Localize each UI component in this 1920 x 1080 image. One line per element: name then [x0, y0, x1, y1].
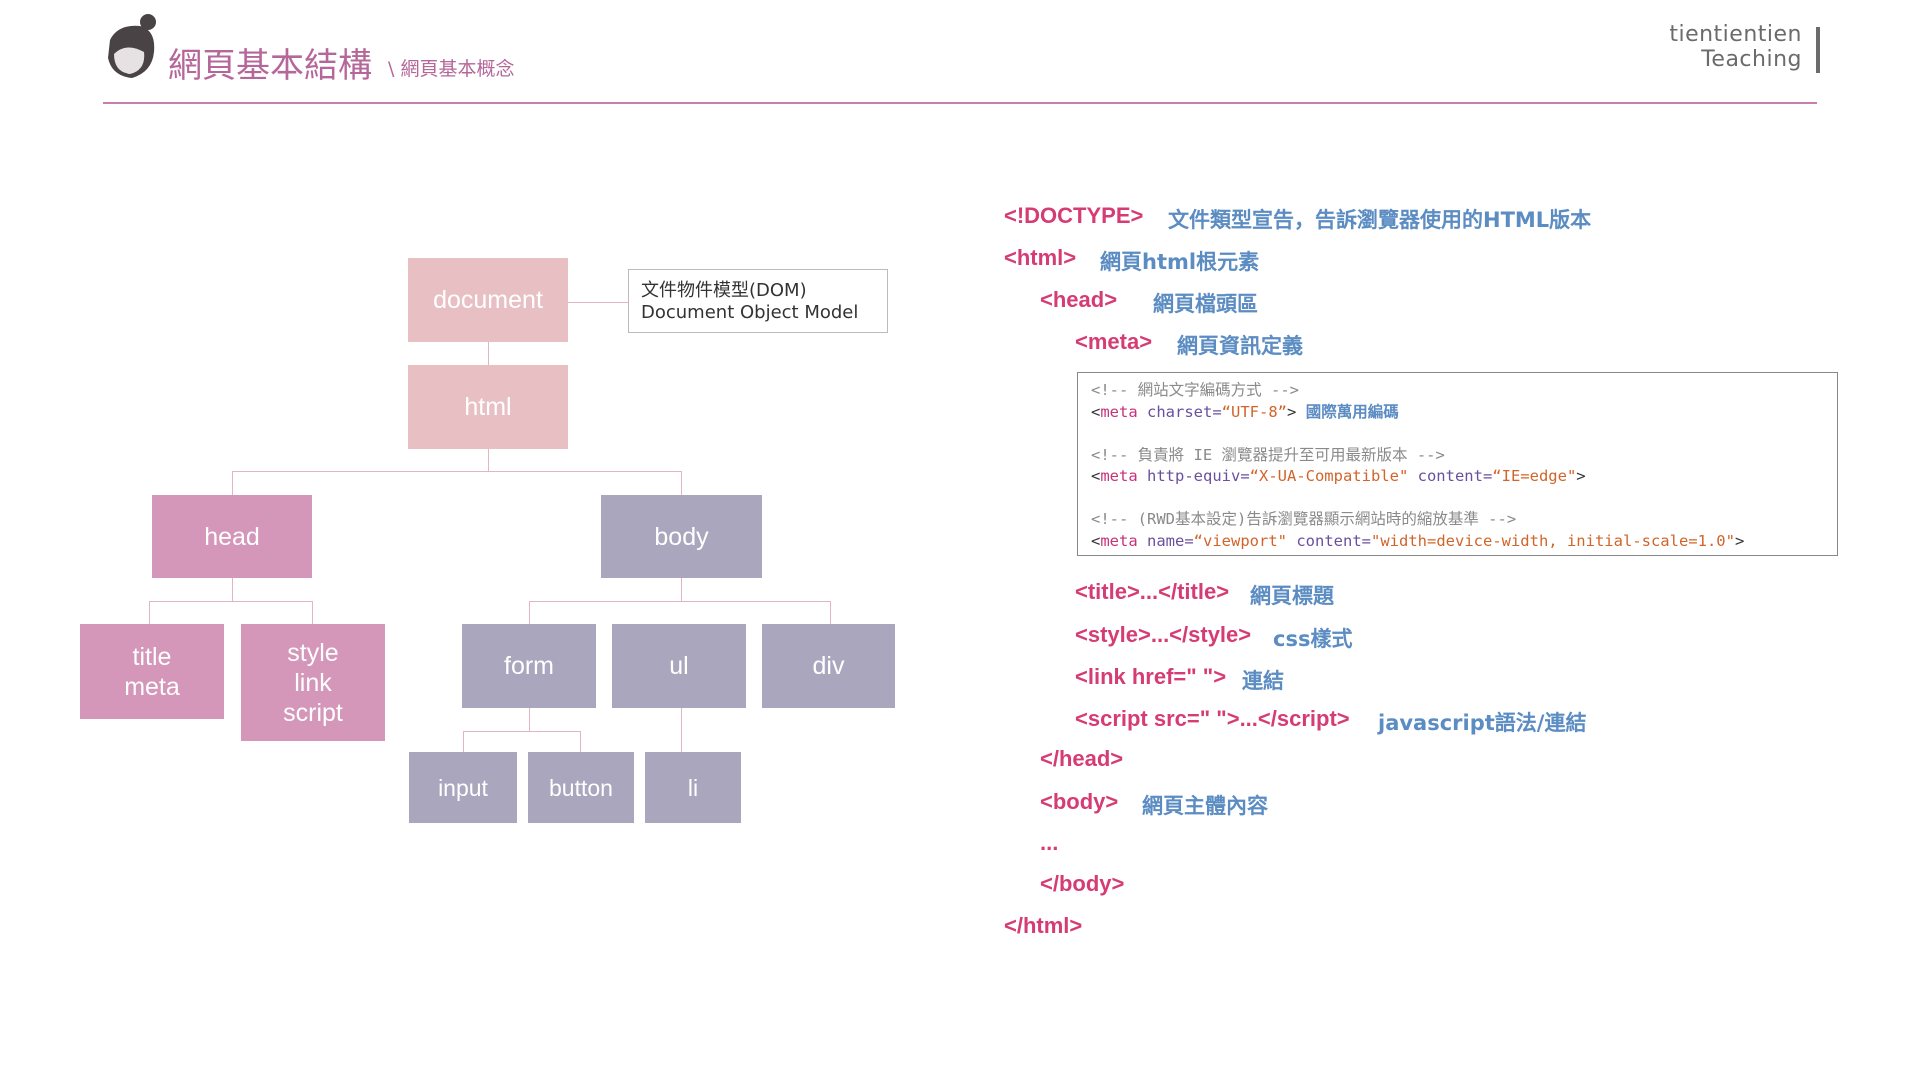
connector [232, 578, 233, 601]
tag-html: <html> [1004, 245, 1077, 270]
node-html: html [408, 365, 568, 449]
brand-name: tientientien [1669, 22, 1802, 47]
node-ul: ul [612, 624, 746, 708]
code-value: “viewport" [1193, 531, 1287, 550]
node-style-link-script: style link script [241, 624, 385, 741]
code-attr: content= [1408, 467, 1493, 485]
code-meta: meta [1100, 402, 1138, 421]
code-attr: content= [1287, 531, 1371, 550]
tag-head-close: </head> [1040, 746, 1124, 771]
connector [529, 708, 530, 731]
node-li: li [645, 752, 741, 823]
desc-title: 網頁標題 [1250, 584, 1334, 608]
code-attr: name= [1137, 531, 1194, 550]
dom-note: 文件物件模型(DOM) Document Object Model [628, 269, 888, 333]
connector [681, 578, 682, 601]
connector [232, 471, 682, 472]
tag-head: <head> [1040, 287, 1118, 312]
node-body: body [601, 495, 762, 578]
connector [488, 449, 489, 471]
header-divider [103, 102, 1817, 104]
page-subtitle: \ 網頁基本概念 [388, 58, 515, 80]
code-gt: > [1576, 467, 1586, 485]
connector [463, 731, 581, 732]
connector [568, 302, 628, 303]
code-lt: < [1091, 531, 1101, 550]
code-value: “IE=edge" [1492, 467, 1577, 485]
node-document: document [408, 258, 568, 342]
meta-code-block: <!-- 網站文字編碼方式 --> <meta charset=“UTF-8”>… [1077, 372, 1838, 556]
connector [529, 601, 530, 624]
connector [681, 471, 682, 495]
node-head: head [152, 495, 312, 578]
desc-html: 網頁html根元素 [1100, 250, 1260, 274]
connector [463, 731, 464, 752]
code-meta: meta [1100, 531, 1138, 550]
brand-bar [1816, 27, 1820, 73]
dom-note-en: Document Object Model [641, 302, 859, 323]
desc-head: 網頁檔頭區 [1153, 292, 1258, 316]
desc-style: css樣式 [1273, 627, 1353, 651]
logo-icon [108, 14, 156, 78]
code-attr: http-equiv= [1137, 467, 1250, 485]
desc-link: 連結 [1242, 669, 1284, 693]
code-gt: > [1734, 531, 1745, 550]
connector [830, 601, 831, 624]
code-attr: charset= [1137, 402, 1222, 421]
tag-title: <title>...</title> [1075, 579, 1230, 604]
desc-meta: 網頁資訊定義 [1177, 334, 1303, 358]
code-comment: <!-- 網站文字編碼方式 --> [1091, 381, 1299, 399]
code-note: 國際萬用編碼 [1305, 402, 1399, 421]
tag-script: <script src=" ">...</script> [1075, 706, 1350, 731]
tag-body-close: </body> [1040, 871, 1125, 896]
brand: tientientien Teaching [1669, 22, 1802, 72]
connector [488, 342, 489, 365]
tag-doctype: <!DOCTYPE> [1004, 203, 1144, 228]
tag-meta: <meta> [1075, 329, 1153, 354]
connector [149, 601, 150, 624]
desc-body: 網頁主體內容 [1142, 794, 1268, 818]
brand-tagline: Teaching [1701, 47, 1802, 72]
connector [529, 601, 831, 602]
code-value: "width=device-width, initial-scale=1.0" [1371, 531, 1735, 550]
connector [149, 601, 313, 602]
dom-note-zh: 文件物件模型(DOM) [641, 280, 807, 301]
connector [312, 601, 313, 624]
tag-style: <style>...</style> [1075, 622, 1252, 647]
code-meta: meta [1100, 467, 1138, 485]
node-input: input [409, 752, 517, 823]
code-lt: < [1091, 402, 1101, 421]
node-button: button [528, 752, 634, 823]
node-form: form [462, 624, 596, 708]
tag-ellipsis: ... [1040, 830, 1059, 855]
code-comment: <!-- (RWD基本設定)告訴瀏覽器顯示網站時的縮放基準 --> [1091, 510, 1517, 528]
code-value: “UTF-8” [1221, 402, 1287, 421]
tag-html-close: </html> [1004, 913, 1083, 938]
code-comment: <!-- 負責將 IE 瀏覽器提升至可用最新版本 --> [1091, 445, 1445, 464]
desc-script: javascript語法/連結 [1378, 711, 1587, 735]
connector [580, 731, 581, 752]
page-title: 網頁基本結構 [168, 46, 372, 86]
tag-link: <link href=" "> [1075, 664, 1227, 689]
desc-doctype: 文件類型宣告，告訴瀏覽器使用的HTML版本 [1168, 208, 1592, 232]
node-div: div [762, 624, 895, 708]
code-value: “X-UA-Compatible" [1249, 467, 1409, 485]
code-gt: > [1287, 402, 1297, 421]
node-title-meta: title meta [80, 624, 224, 719]
connector [681, 708, 682, 752]
tag-body: <body> [1040, 789, 1119, 814]
code-lt: < [1091, 467, 1101, 485]
connector [232, 471, 233, 495]
